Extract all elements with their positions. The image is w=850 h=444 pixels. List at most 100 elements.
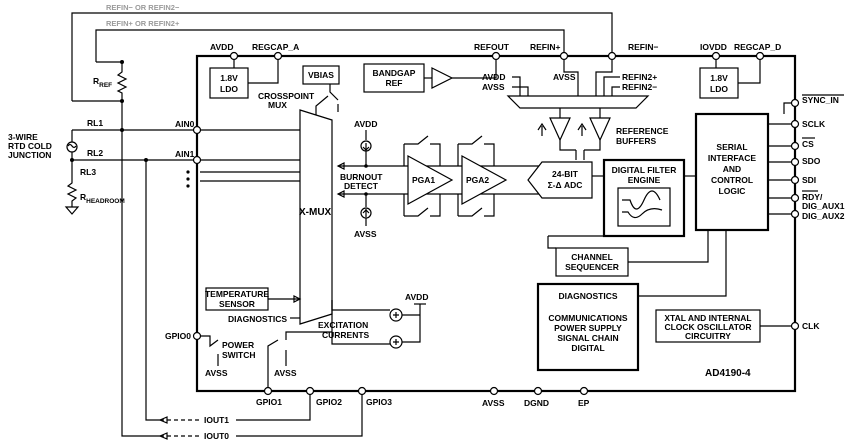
refin-plus-or-refin2-plus-label: REFIN+ OR REFIN2+ [106, 19, 180, 28]
svg-text:POWER SUPPLY: POWER SUPPLY [554, 323, 622, 333]
svg-text:Σ-Δ ADC: Σ-Δ ADC [548, 180, 583, 190]
refin-minus-or-refin2-minus-label: REFIN− OR REFIN2− [106, 3, 180, 12]
burnout-detect: AVDD BURNOUT DETECT AVSS [340, 119, 383, 239]
svg-text:REFIN2−: REFIN2− [622, 82, 657, 92]
svg-text:PGA1: PGA1 [412, 175, 435, 185]
svg-text:CLOCK OSCILLATOR: CLOCK OSCILLATOR [664, 322, 751, 332]
svg-text:CONTROL: CONTROL [711, 175, 753, 185]
diagnostics-block: DIAGNOSTICS COMMUNICATIONS POWER SUPPLY … [536, 230, 727, 372]
refout-label: REFOUT [474, 42, 510, 52]
svg-text:REFIN2+: REFIN2+ [622, 72, 657, 82]
diagnostics-input-label: DIAGNOSTICS [228, 314, 287, 324]
sync-in-label: SYNC_IN [802, 95, 839, 105]
svg-text:SERIAL: SERIAL [716, 142, 747, 152]
svg-text:VBIAS: VBIAS [308, 70, 334, 80]
rl1-label: RL1 [87, 118, 103, 128]
crosspoint-label-line1: CROSSPOINT [258, 91, 315, 101]
ain1-pin [192, 155, 202, 165]
ref-buffers-label-line2: BUFFERS [616, 136, 656, 146]
dig-aux2-label: DIG_AUX2 [802, 211, 845, 221]
svg-text:ENGINE: ENGINE [628, 175, 661, 185]
reference-wiring: REFIN− OR REFIN2− REFIN+ OR REFIN2+ [71, 3, 613, 102]
svg-text:SENSOR: SENSOR [219, 299, 255, 309]
clk-label: CLK [802, 321, 820, 331]
bottom-pins: GPIO1 GPIO2 GPIO3 AVSS DGND EP [256, 386, 590, 408]
rtd-label-line2: RTD COLD [8, 141, 52, 151]
svg-text:AVSS: AVSS [205, 368, 228, 378]
iout1-label: IOUT1 [204, 415, 229, 425]
xtal-oscillator: XTAL AND INTERNAL CLOCK OSCILLATOR CIRCU… [655, 309, 791, 343]
svg-text:1.8V: 1.8V [220, 73, 238, 83]
rtd-label-line1: 3-WIRE [8, 132, 38, 142]
reference-mux: AVDD AVSS AVSS REFIN2+ REFIN2− [482, 60, 657, 109]
ain1-label: AIN1 [175, 149, 195, 159]
rdy-label-line1: RDY/ [802, 192, 823, 202]
ref-buffers-label-line1: REFERENCE [616, 126, 669, 136]
dgnd-label: DGND [524, 398, 549, 408]
svg-text:X-MUX: X-MUX [299, 207, 332, 218]
svg-text:AVDD: AVDD [354, 119, 377, 129]
iout-wiring: IOUT1 IOUT0 [121, 130, 363, 441]
cs-label: CS [802, 139, 814, 149]
more-inputs-ellipsis [186, 170, 190, 188]
ldo-digital: 1.8V LDO [699, 60, 761, 99]
rl3-label: RL3 [80, 167, 96, 177]
ain0-label: AIN0 [175, 119, 195, 129]
svg-text:AVSS: AVSS [482, 82, 505, 92]
svg-text:CIRCUITRY: CIRCUITRY [685, 331, 731, 341]
serial-interface: SERIAL INTERFACE AND CONTROL LOGIC [694, 102, 795, 232]
iout0-label: IOUT0 [204, 431, 229, 441]
part-number: AD4190-4 [705, 368, 751, 379]
svg-text:AVSS: AVSS [354, 229, 377, 239]
svg-text:LDO: LDO [710, 84, 728, 94]
svg-text:POWER: POWER [222, 340, 254, 350]
svg-text:EXCITATION: EXCITATION [318, 320, 368, 330]
crosspoint-label-line2: MUX [268, 100, 287, 110]
regcap-a-label: REGCAP_A [252, 42, 299, 52]
regcap-d-label: REGCAP_D [734, 42, 781, 52]
svg-text:XTAL AND INTERNAL: XTAL AND INTERNAL [664, 313, 751, 323]
gpio1-label: GPIO1 [256, 397, 282, 407]
gpio0-power-switch: GPIO0 POWER SWITCH AVSS [165, 331, 256, 378]
gpio2-label: GPIO2 [316, 397, 342, 407]
right-pins: SYNC_IN SCLK CS SDO SDI RDY/ DIG_AUX1 DI… [790, 94, 845, 331]
avss-bottom-label: AVSS [482, 398, 505, 408]
excitation-currents: EXCITATION CURRENTS AVDD [318, 292, 428, 349]
pga2: PGA2 [457, 135, 508, 217]
svg-text:CHANNEL: CHANNEL [571, 252, 613, 262]
rtd-label-line3: JUNCTION [8, 150, 51, 160]
rref-resistor: RREF [93, 60, 128, 103]
rref-label: RREF [93, 76, 112, 89]
gpio1-switch: AVSS [267, 331, 332, 391]
x-mux: X-MUX [299, 109, 333, 325]
svg-text:REF: REF [386, 78, 403, 88]
digital-filter-engine: DIGITAL FILTER ENGINE [602, 158, 696, 238]
svg-text:LDO: LDO [220, 84, 238, 94]
reference-buffers: REFERENCE BUFFERS [537, 108, 669, 160]
sclk-label: SCLK [802, 119, 826, 129]
svg-text:CURRENTS: CURRENTS [322, 330, 370, 340]
rheadroom-label: RHEADROOM [80, 192, 125, 205]
iovdd-label: IOVDD [700, 42, 727, 52]
pga1: PGA1 [403, 135, 454, 217]
sigma-delta-adc: 24-BIT Σ-Δ ADC [527, 161, 604, 199]
ldo-analog: 1.8V LDO [209, 60, 279, 99]
svg-text:AVSS: AVSS [274, 368, 297, 378]
refin-minus-label: REFIN− [628, 42, 659, 52]
bandgap-reference: BANDGAP REF [363, 60, 497, 93]
avdd-top-label: AVDD [210, 42, 233, 52]
svg-text:SEQUENCER: SEQUENCER [565, 262, 619, 272]
svg-text:PGA2: PGA2 [466, 175, 489, 185]
svg-text:INTERFACE: INTERFACE [708, 153, 757, 163]
svg-text:TEMPERATURE: TEMPERATURE [205, 289, 269, 299]
temperature-sensor: TEMPERATURE SENSOR [205, 287, 302, 311]
svg-text:AVSS: AVSS [553, 72, 576, 82]
svg-text:DIGITAL FILTER: DIGITAL FILTER [612, 165, 677, 175]
svg-text:LOGIC: LOGIC [719, 186, 746, 196]
svg-text:24-BIT: 24-BIT [552, 169, 579, 179]
rl2-label: RL2 [87, 148, 103, 158]
channel-sequencer: CHANNEL SEQUENCER [547, 230, 709, 277]
vbias-block: VBIAS [302, 65, 340, 112]
svg-text:COMMUNICATIONS: COMMUNICATIONS [548, 313, 627, 323]
